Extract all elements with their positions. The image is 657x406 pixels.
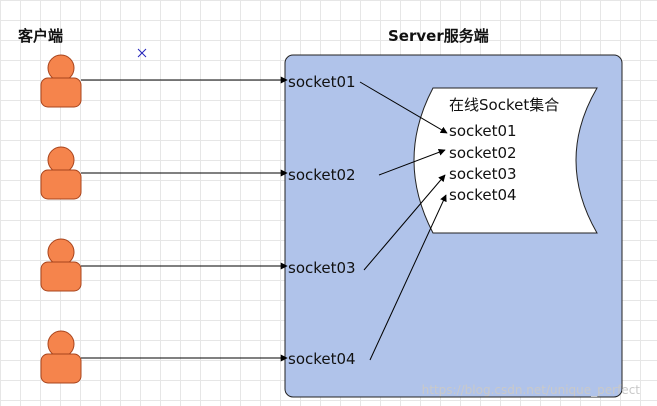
collection-item-4: socket04 [449, 186, 517, 204]
collect-arrow-4 [369, 194, 447, 361]
client-3 [40, 238, 82, 292]
server-socket-1: socket01 [288, 73, 356, 91]
client-4 [40, 330, 82, 384]
client-title: 客户端 [17, 27, 63, 45]
collection-item-1: socket01 [449, 122, 517, 140]
person-icon [40, 54, 82, 108]
collection-item-3: socket03 [449, 165, 517, 183]
server-socket-3: socket03 [288, 259, 356, 277]
server-socket-4: socket04 [288, 350, 356, 368]
server-title: Server服务端 [388, 27, 489, 45]
collect-arrow-2 [378, 148, 446, 176]
collection-item-2: socket02 [449, 144, 517, 162]
client-2 [40, 146, 82, 200]
watermark: https://blog.csdn.net/unique_perfect [422, 383, 641, 397]
online-socket-collection [413, 87, 598, 234]
x-mark-icon [137, 48, 147, 58]
server-socket-2: socket02 [288, 166, 356, 184]
collect-arrow-3 [363, 174, 446, 271]
collection-title: 在线Socket集合 [449, 96, 559, 114]
person-icon [40, 146, 82, 200]
person-icon [40, 330, 82, 384]
collect-arrow-1 [359, 81, 448, 134]
client-1 [40, 54, 82, 108]
person-icon [40, 238, 82, 292]
